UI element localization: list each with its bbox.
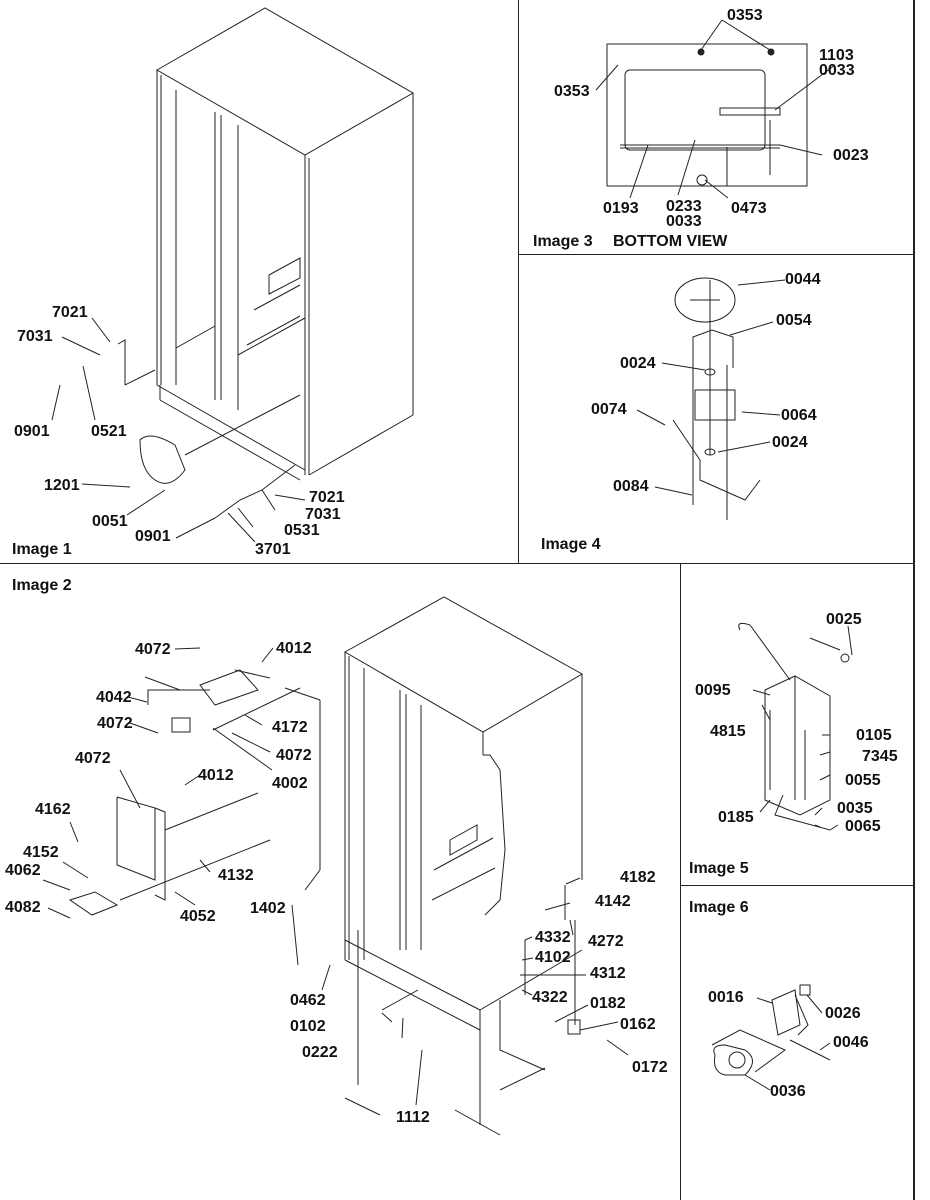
panel-title-image2: Image 2 <box>12 577 72 594</box>
callout-image2-4152: 4152 <box>23 844 59 861</box>
panel-title-image3: Image 3 <box>533 233 593 250</box>
callout-image1-0521: 0521 <box>91 423 127 440</box>
callout-image1-0901-lower: 0901 <box>135 528 171 545</box>
callout-image2-4052: 4052 <box>180 908 216 925</box>
callout-image2-0102: 0102 <box>290 1018 326 1035</box>
callout-image2-4082: 4082 <box>5 899 41 916</box>
callout-image2-4102: 4102 <box>535 949 571 966</box>
callout-image1-0051: 0051 <box>92 513 128 530</box>
callout-image3-0473: 0473 <box>731 200 767 217</box>
callout-image4-0044: 0044 <box>785 271 821 288</box>
panel-title-image6: Image 6 <box>689 899 749 916</box>
callout-image5-7345: 7345 <box>862 748 898 765</box>
callout-image5-0035: 0035 <box>837 800 873 817</box>
callout-image2-1402: 1402 <box>250 900 286 917</box>
panel-title-image1: Image 1 <box>12 541 72 558</box>
callout-image5-0185: 0185 <box>718 809 754 826</box>
callout-image2-4072-d: 4072 <box>75 750 111 767</box>
callout-image2-4312: 4312 <box>590 965 626 982</box>
callout-image4-0024-upper: 0024 <box>620 355 656 372</box>
callout-image4-0054: 0054 <box>776 312 812 329</box>
callout-image2-4172: 4172 <box>272 719 308 736</box>
callout-image4-0024-lower: 0024 <box>772 434 808 451</box>
callout-image5-0055: 0055 <box>845 772 881 789</box>
frame-right-border <box>913 0 915 1200</box>
callout-image4-0064: 0064 <box>781 407 817 424</box>
callout-image2-4322: 4322 <box>532 989 568 1006</box>
callout-image2-4072-c: 4072 <box>276 747 312 764</box>
callout-image2-0162: 0162 <box>620 1016 656 1033</box>
callout-image6-0046: 0046 <box>833 1034 869 1051</box>
callout-image5-0065: 0065 <box>845 818 881 835</box>
callout-image4-0084: 0084 <box>613 478 649 495</box>
callout-image2-4162: 4162 <box>35 801 71 818</box>
callout-image2-4272: 4272 <box>588 933 624 950</box>
callout-image2-4002: 4002 <box>272 775 308 792</box>
image4-fan-motor-drawing <box>637 278 785 520</box>
callout-image2-0172: 0172 <box>632 1059 668 1076</box>
callout-image2-4332: 4332 <box>535 929 571 946</box>
callout-image2-0462: 0462 <box>290 992 326 1009</box>
callout-image1-1201: 1201 <box>44 477 80 494</box>
callout-image6-0036: 0036 <box>770 1083 806 1100</box>
callout-image3-0353-left: 0353 <box>554 83 590 100</box>
divider-vertical-bottom <box>680 563 681 1200</box>
image1-cabinet-drawing <box>52 8 413 542</box>
callout-image1-7021-upper: 7021 <box>52 304 88 321</box>
divider-horizontal-middle <box>0 563 914 564</box>
divider-horizontal-image3-image4 <box>518 254 914 255</box>
callout-image3-0233-0033: 0233 0033 <box>666 198 702 230</box>
callout-image5-0105: 0105 <box>856 727 892 744</box>
callout-image4-0074: 0074 <box>591 401 627 418</box>
callout-image1-0901-left: 0901 <box>14 423 50 440</box>
callout-image1-0531: 0531 <box>284 522 320 539</box>
callout-image3-1103-0033: 1103 0033 <box>819 47 855 79</box>
callout-image2-4072-a: 4072 <box>135 641 171 658</box>
callout-image2-4012-a: 4012 <box>276 640 312 657</box>
callout-image3-0193: 0193 <box>603 200 639 217</box>
callout-image3-0353-top: 0353 <box>727 7 763 24</box>
callout-image2-4142: 4142 <box>595 893 631 910</box>
panel-title-image4: Image 4 <box>541 536 601 553</box>
callout-image2-4132: 4132 <box>218 867 254 884</box>
callout-image2-4062: 4062 <box>5 862 41 879</box>
callout-image1-7031-upper: 7031 <box>17 328 53 345</box>
callout-image2-0182: 0182 <box>590 995 626 1012</box>
callout-image5-4815: 4815 <box>710 723 746 740</box>
divider-horizontal-image5-image6 <box>680 885 914 886</box>
panel-title-image5: Image 5 <box>689 860 749 877</box>
callout-image1-7021-lower: 7021 <box>309 489 345 506</box>
image2-cabinet-drawing <box>43 597 628 1135</box>
callout-image2-4072-b: 4072 <box>97 715 133 732</box>
callout-image2-4012-b: 4012 <box>198 767 234 784</box>
callout-image1-7031-lower: 7031 <box>305 506 341 523</box>
divider-vertical-top <box>518 0 519 564</box>
image5-evaporator-drawing <box>739 623 852 830</box>
callout-image5-0095: 0095 <box>695 682 731 699</box>
callout-image2-4182: 4182 <box>620 869 656 886</box>
image6-damper-drawing <box>712 985 830 1090</box>
image3-bottom-view-drawing <box>596 20 835 198</box>
callout-image2-0222: 0222 <box>302 1044 338 1061</box>
callout-image1-3701: 3701 <box>255 541 291 558</box>
callout-image5-0025: 0025 <box>826 611 862 628</box>
panel-subtitle-bottom-view: BOTTOM VIEW <box>613 233 728 250</box>
callout-image6-0016: 0016 <box>708 989 744 1006</box>
callout-image3-0023: 0023 <box>833 147 869 164</box>
callout-image2-4042: 4042 <box>96 689 132 706</box>
callout-image2-1112: 1112 <box>396 1109 430 1126</box>
callout-image6-0026: 0026 <box>825 1005 861 1022</box>
